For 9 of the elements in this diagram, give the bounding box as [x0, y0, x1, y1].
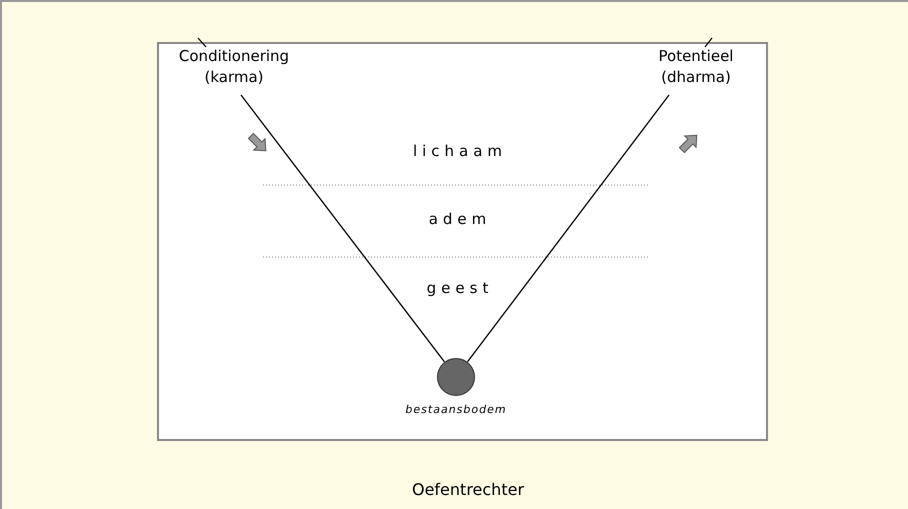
- band-label: lichaam: [412, 142, 508, 160]
- band-label: adem: [428, 210, 492, 228]
- node-caption: bestaansbodem: [404, 403, 508, 416]
- connector-line: [240, 94, 445, 362]
- node-label: Conditionering (karma): [168, 46, 300, 88]
- band-label: geest: [426, 279, 494, 297]
- caption: Oefentrechter: [410, 480, 526, 499]
- connector-line: [466, 94, 670, 362]
- node-label: Potentieel (dharma): [640, 46, 752, 88]
